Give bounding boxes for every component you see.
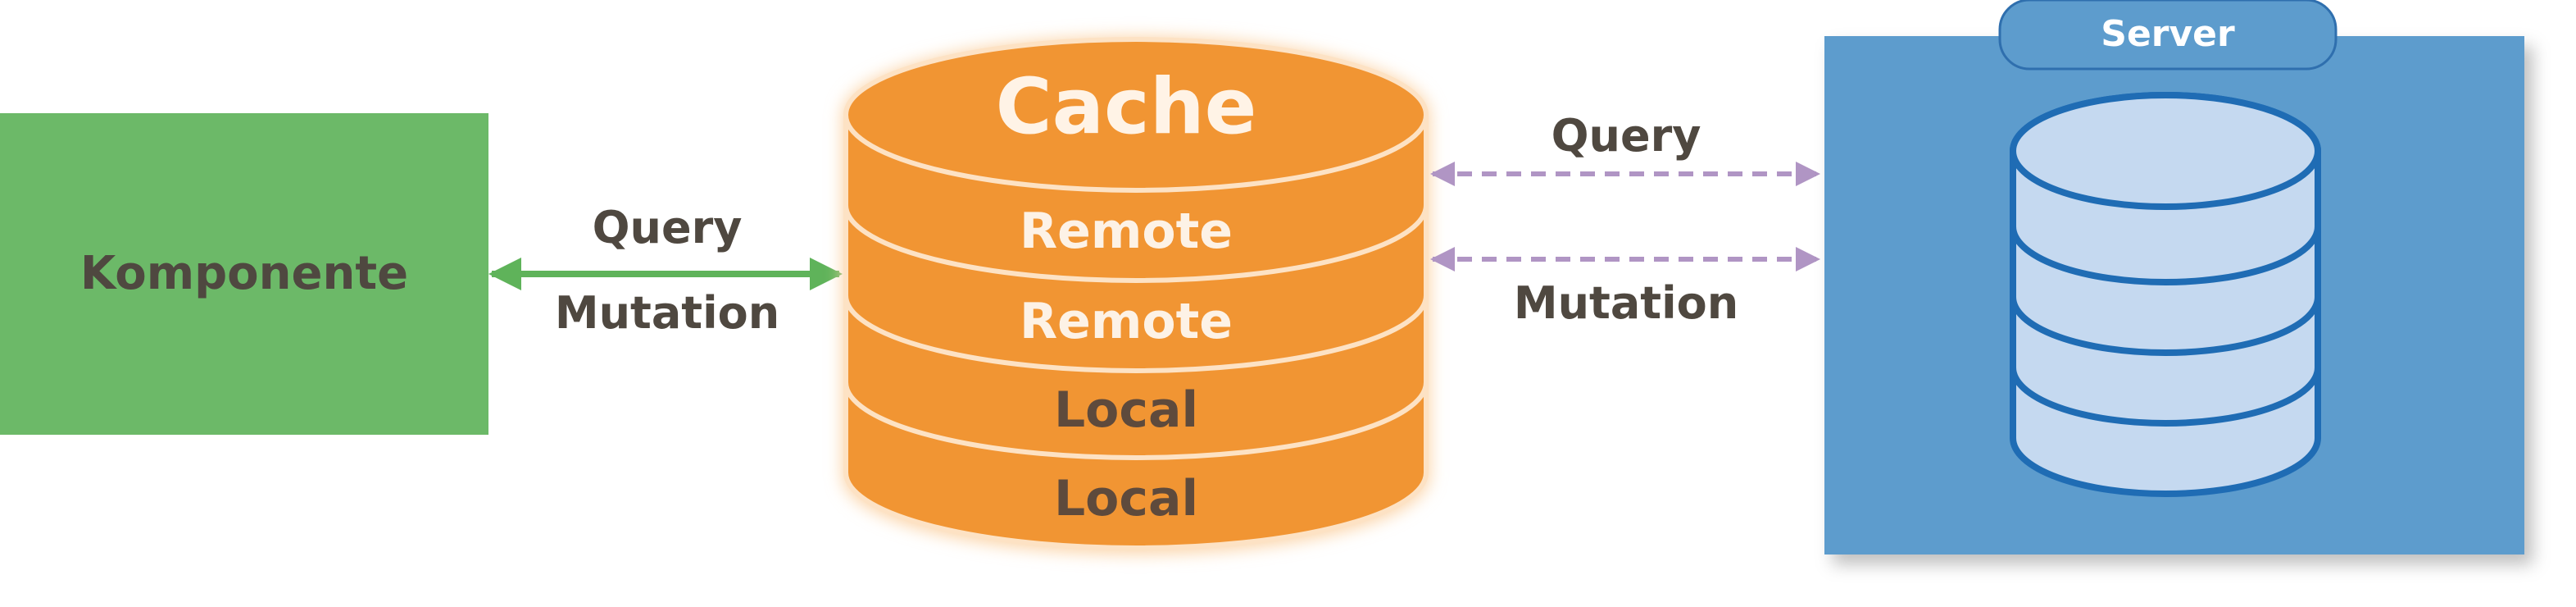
cache-separator-3 [843,381,1429,460]
cache-database: Cache Remote Remote Local Local [843,37,1429,554]
cache-title: Cache [996,62,1257,152]
server-node: Server [1824,0,2524,555]
cache-top-rim [843,114,1429,193]
server-title: Server [2101,13,2235,55]
cache-layer-remote-2: Remote [1020,293,1233,350]
component-label: Komponente [80,247,408,300]
component-node: Komponente [0,113,488,435]
right-connection: Query Mutation [1430,110,1820,329]
left-query-label: Query [593,202,743,253]
cache-separator-1 [843,204,1429,283]
left-mutation-label: Mutation [555,287,779,339]
database-ring-3 [2010,367,2321,427]
cache-body [843,37,1429,550]
server-title-tab [1998,0,2337,71]
database-ring-1 [2010,226,2321,285]
database-ring-2 [2010,296,2321,356]
left-connection: Query Mutation [488,202,843,339]
cache-layer-remote-1: Remote [1020,203,1233,260]
cache-layer-local-1: Local [1054,381,1198,439]
component-box [0,113,488,435]
right-query-label: Query [1552,110,1701,162]
database-icon [2010,92,2321,497]
right-mutation-label: Mutation [1514,277,1738,329]
cache-layer-local-2: Local [1054,470,1198,527]
cache-separator-2 [843,294,1429,373]
database-top [2010,92,2321,210]
